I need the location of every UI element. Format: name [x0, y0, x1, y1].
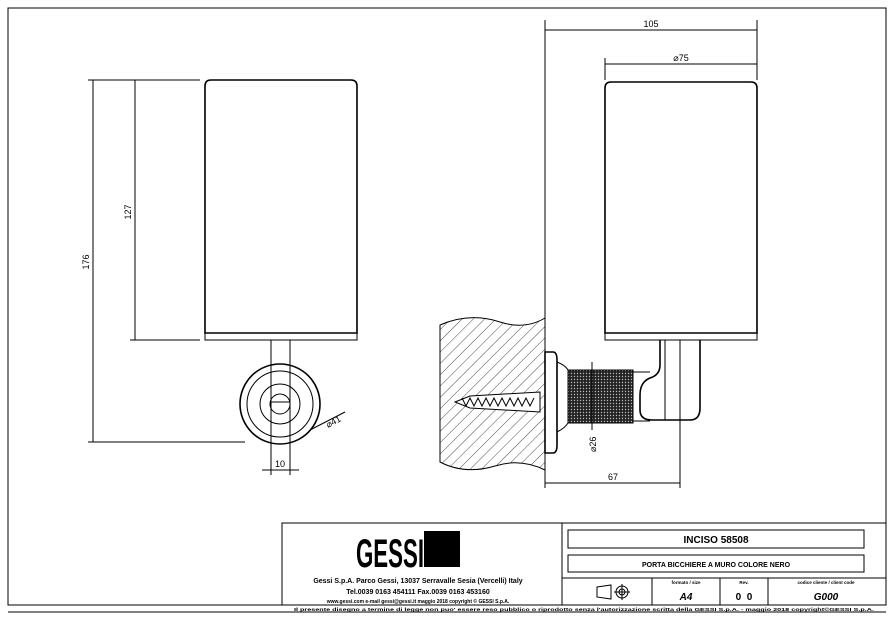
cup-body-front	[204, 79, 358, 334]
dim-127: 127	[123, 204, 133, 219]
footer-notice: Il presente disegno a termine di legge n…	[294, 606, 874, 612]
company-phone: Tel.0039 0163 454111 Fax.0039 0163 45316…	[346, 589, 490, 596]
dim-diameter-75: ⌀75	[673, 53, 688, 63]
rev-value: 0 0	[736, 592, 753, 603]
front-view: 176 127 10 ⌀41	[81, 79, 358, 475]
side-view: 105 ⌀75 ⌀26 67	[439, 19, 758, 488]
projection-symbol-icon	[596, 584, 630, 600]
dim-105: 105	[643, 19, 658, 29]
client-code-label: codice cliente / client code	[797, 580, 855, 585]
product-code: INCISO 58508	[683, 535, 748, 546]
company-web: www.gessi.com e-mail gessi@gessi.it magg…	[326, 598, 510, 605]
rev-label: Rev.	[739, 580, 748, 585]
rosette-outer	[239, 363, 321, 445]
wall-anchor-screw	[453, 391, 541, 413]
svg-text:GESSI: GESSI	[356, 532, 424, 576]
format-label: formato / size	[671, 580, 701, 585]
product-description: PORTA BICCHIERE A MURO COLORE NERO	[642, 562, 791, 569]
drawing-frame	[7, 7, 887, 606]
cup-base-front	[204, 332, 358, 341]
title-block: GESSI Gessi S.p.A. Parco Gessi, 13037 Se…	[8, 522, 887, 613]
company-address: Gessi S.p.A. Parco Gessi, 13037 Serraval…	[313, 578, 522, 585]
rosette-side	[544, 351, 558, 454]
dim-67: 67	[608, 472, 618, 482]
dim-10: 10	[275, 459, 285, 469]
stem-front	[270, 339, 291, 403]
client-code-value: G000	[814, 592, 839, 603]
cup-base-side	[604, 332, 758, 341]
dim-diameter-26: ⌀26	[588, 437, 598, 452]
bracket-arm	[639, 340, 701, 421]
dim-diameter-41: ⌀41	[324, 414, 342, 430]
knurled-collar	[567, 369, 634, 424]
cup-body-side	[604, 81, 758, 334]
format-value: A4	[679, 592, 693, 603]
gessi-logo: GESSI	[356, 531, 460, 576]
dim-176: 176	[81, 254, 91, 269]
